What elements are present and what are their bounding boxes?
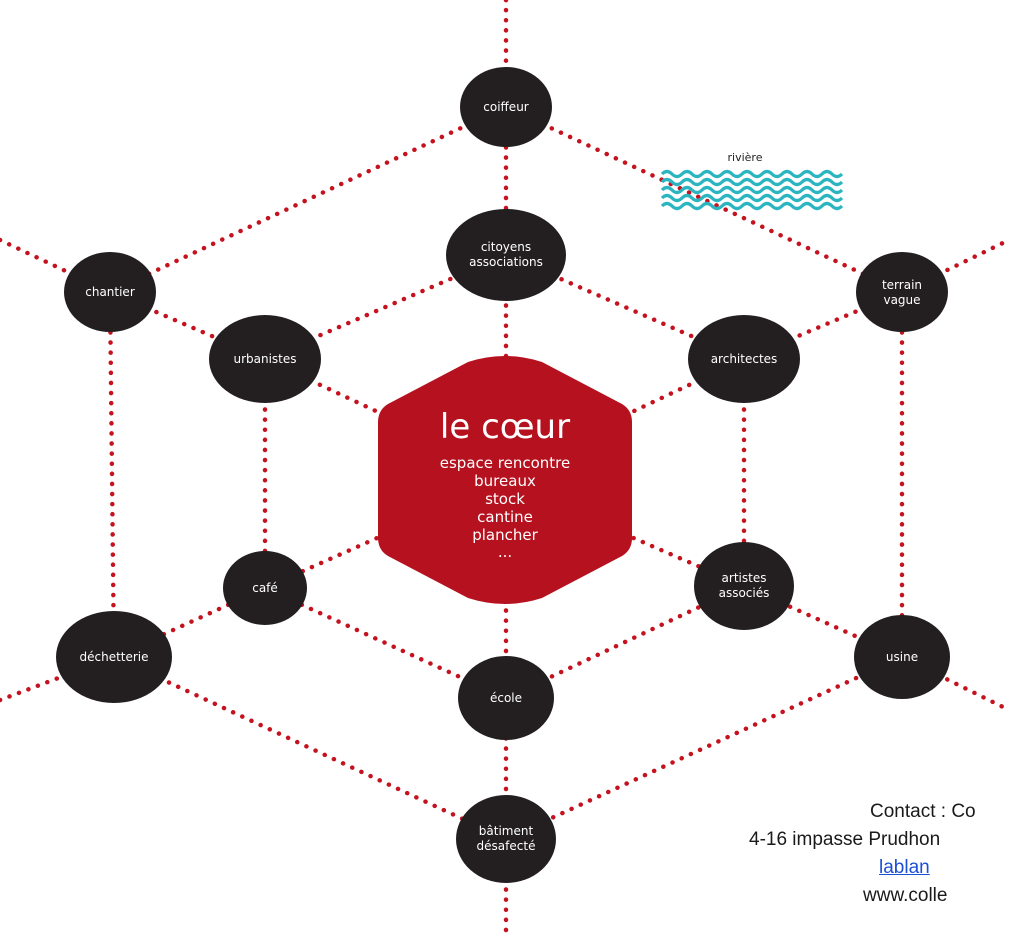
core-item: stock: [485, 490, 525, 508]
contact-email-link[interactable]: lablan: [879, 857, 930, 878]
dotted-link: [111, 585, 268, 660]
contact-block: Contact : Co 4-16 impasse Prudhon lablan…: [700, 798, 1009, 910]
node-architectes-circle: [688, 315, 800, 403]
dotted-link: [107, 104, 509, 295]
node-terrain-vague: terrain vague: [856, 252, 948, 332]
node-urbanistes-label: urbanistes: [233, 352, 296, 366]
dotted-link: [503, 252, 747, 362]
node-artistes-circle: [694, 542, 794, 630]
dotted-link: [262, 252, 509, 362]
node-chantier-label: chantier: [85, 285, 135, 299]
node-artistes-label: artistes: [722, 571, 767, 585]
river-label: rivière: [728, 151, 763, 164]
core-hexagon: le cœur espace rencontre bureaux stock c…: [378, 356, 632, 604]
node-urbanistes: urbanistes: [209, 315, 321, 403]
node-dechetterie: déchetterie: [56, 611, 172, 703]
node-architectes-label: architectes: [711, 352, 778, 366]
node-ecole-circle: [458, 656, 554, 740]
node-batiment-desafecte: bâtiment désafecté: [456, 795, 556, 883]
node-citoyens-circle: [446, 209, 566, 301]
river-wave: [660, 201, 844, 211]
contact-address: 4-16 impasse Prudhon: [749, 829, 941, 850]
core-hexagon-shape: [378, 356, 632, 604]
dotted-link: [503, 583, 747, 701]
dotted-link: [262, 527, 398, 591]
node-artistes-associes: artistes associés: [694, 542, 794, 630]
contact-line: Contact : Co: [870, 801, 976, 822]
river-wave: [660, 193, 844, 203]
node-terrain-label: vague: [883, 293, 920, 307]
node-citoyens-associations: citoyens associations: [446, 209, 566, 301]
node-artistes-label: associés: [719, 586, 770, 600]
node-ecole-label: école: [490, 691, 522, 705]
node-cafe-label: café: [252, 581, 278, 595]
dotted-link: [111, 654, 509, 842]
node-cafe-circle: [223, 551, 307, 625]
dotted-link: [262, 356, 398, 423]
contact-email-line: lablan: [700, 854, 1009, 882]
node-coiffeur-label: coiffeur: [483, 100, 529, 114]
node-terrain-label: terrain: [882, 278, 922, 292]
core-item: cantine: [477, 508, 533, 526]
contact-website: www.colle: [863, 885, 948, 906]
river: rivière: [660, 151, 844, 211]
node-usine-circle: [854, 615, 950, 699]
node-batiment-label: désafecté: [477, 839, 536, 853]
dotted-link: [503, 654, 905, 842]
node-ecole: école: [458, 656, 554, 740]
node-cafe: café: [223, 551, 307, 625]
core-title: le cœur: [440, 407, 570, 447]
river-waves-icon: [660, 169, 844, 211]
core-item: bureaux: [474, 472, 536, 490]
node-dechetterie-circle: [56, 611, 172, 703]
river-wave: [660, 185, 844, 195]
core-item: espace rencontre: [440, 454, 570, 472]
dotted-link: [503, 104, 905, 295]
node-usine-label: usine: [886, 650, 918, 664]
dotted-link: [107, 289, 117, 660]
node-urbanistes-circle: [209, 315, 321, 403]
node-architectes: architectes: [688, 315, 800, 403]
core-item: ...: [498, 543, 512, 561]
node-citoyens-label: citoyens: [481, 240, 531, 254]
dotted-link: [612, 527, 747, 589]
node-chantier: chantier: [64, 252, 156, 332]
river-wave: [660, 169, 844, 179]
node-citoyens-label: associations: [469, 255, 543, 269]
node-coiffeur-circle: [460, 67, 552, 147]
node-batiment-label: bâtiment: [479, 824, 534, 838]
node-coiffeur: coiffeur: [460, 67, 552, 147]
node-chantier-circle: [64, 252, 156, 332]
river-wave: [660, 177, 844, 187]
node-usine: usine: [854, 615, 950, 699]
dotted-link: [612, 356, 747, 423]
core-item: plancher: [472, 526, 538, 544]
node-terrain-circle: [856, 252, 948, 332]
node-dechetterie-label: déchetterie: [79, 650, 148, 664]
node-batiment-circle: [456, 795, 556, 883]
